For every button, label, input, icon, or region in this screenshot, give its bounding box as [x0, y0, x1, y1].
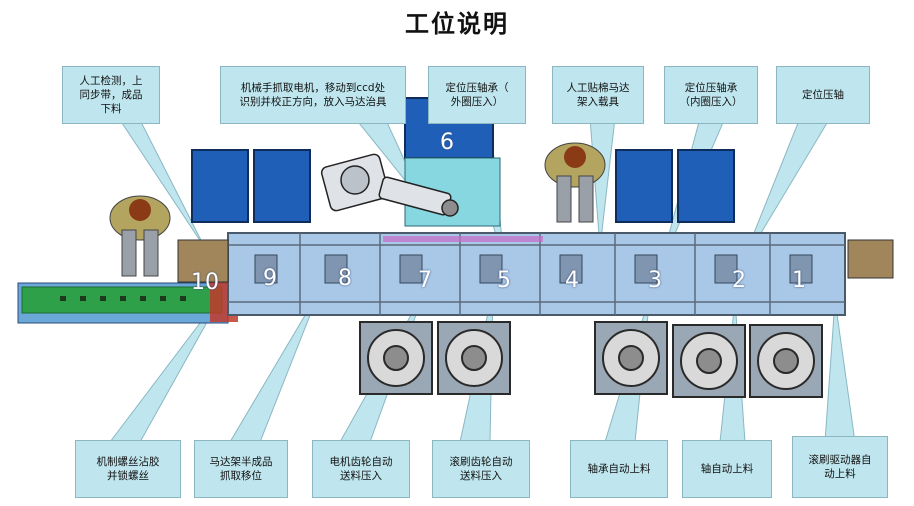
station-label-2: 2 [732, 268, 746, 293]
station-label-7: 7 [418, 268, 432, 293]
feeder-bowls [359, 321, 823, 398]
pointer-driver-feed [824, 299, 856, 443]
callout-brush-gear: 滚刷齿轮自动 送料压入 [432, 440, 530, 498]
callout-screw: 机制螺丝沾胶 并锁螺丝 [75, 440, 181, 498]
station-label-6: 6 [440, 130, 454, 155]
station-label-4: 4 [565, 268, 579, 293]
station-label-9: 9 [263, 266, 277, 291]
station-label-8: 8 [338, 266, 352, 291]
callout-shaft-feed: 轴自动上料 [682, 440, 772, 498]
worker-right [544, 142, 606, 223]
callout-inner-bearing: 定位压轴承 （内圈压入） [664, 66, 758, 124]
callout-robot: 机械手抓取电机，移动到ccd处 识别并校正方向，放入马达治具 [220, 66, 406, 124]
callout-shaft-press: 定位压轴 [776, 66, 870, 124]
callout-bearing-feed: 轴承自动上料 [570, 440, 668, 498]
station-label-10: 10 [191, 270, 219, 295]
station-label-1: 1 [792, 268, 806, 293]
robot-arm [320, 153, 459, 217]
callout-outer-bearing: 定位压轴承（ 外圈压入） [428, 66, 526, 124]
infeed-fixture [847, 239, 894, 279]
worker-left [109, 195, 171, 277]
callout-driver-feed: 滚刷驱动器自 动上料 [792, 436, 888, 498]
tool-panels [191, 97, 735, 223]
callout-motor-frame: 马达架半成品 抓取移位 [194, 440, 288, 498]
callout-manual-check: 人工检测，上 同步带，成品 下料 [62, 66, 160, 124]
callout-motor-gear: 电机齿轮自动 送料压入 [312, 440, 410, 498]
callout-felt: 人工贴棉马达 架入载具 [552, 66, 644, 124]
pointer-felt [589, 117, 616, 249]
page-title: 工位说明 [405, 10, 509, 38]
station-label-5: 5 [497, 268, 511, 293]
station-10-fixture [177, 239, 229, 283]
station-label-3: 3 [648, 268, 662, 293]
